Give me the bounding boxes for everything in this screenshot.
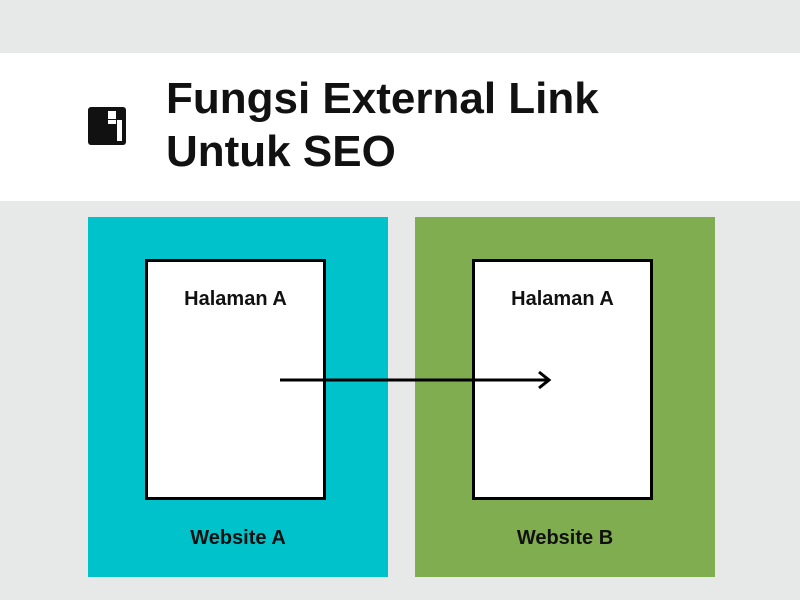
- website-b-label: Website B: [516, 527, 614, 549]
- website-a-label: Website A: [190, 527, 286, 549]
- title-line-1: Fungsi External Link: [166, 74, 599, 123]
- website-b-panel: Halaman A Website B: [415, 217, 715, 577]
- title-line-2: Untuk SEO: [166, 127, 396, 176]
- header-bar: [0, 53, 800, 201]
- website-a-page: Halaman A: [145, 259, 326, 500]
- page-title: Fungsi External Link Untuk SEO: [166, 72, 599, 178]
- website-a-page-label: Halaman A: [184, 288, 287, 310]
- website-a-panel: Halaman A Website A: [88, 217, 388, 577]
- website-b-page: Halaman A: [472, 259, 653, 500]
- website-b-page-label: Halaman A: [511, 288, 614, 310]
- brand-logo-icon: [88, 107, 126, 145]
